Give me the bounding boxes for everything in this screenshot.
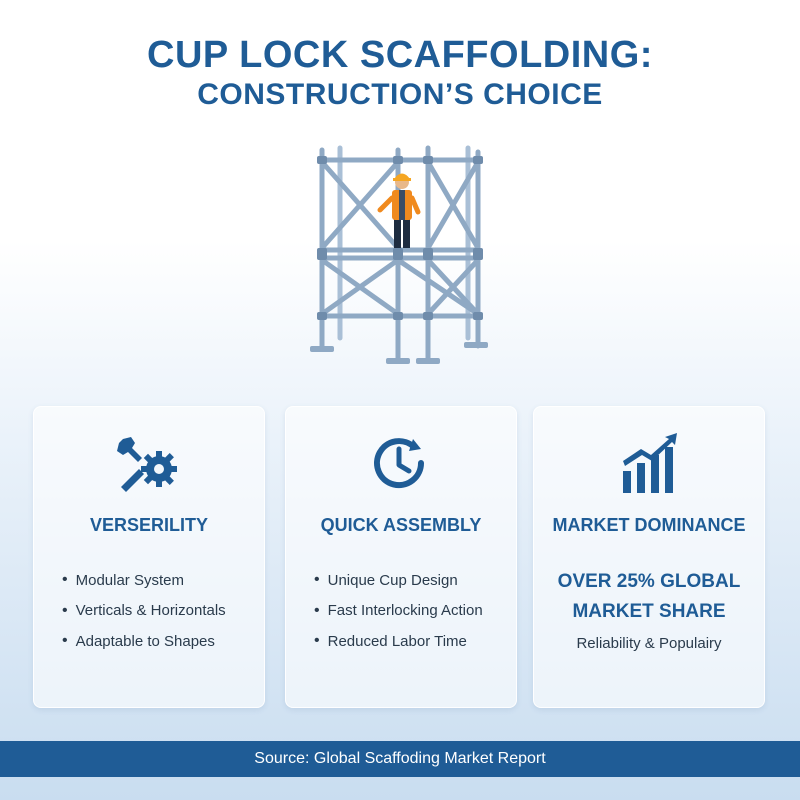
page-title: CUP LOCK SCAFFOLDING: <box>147 34 653 76</box>
feature-card-market-dominance: MARKET DOMINANCE OVER 25% GLOBAL MARKET … <box>533 406 765 708</box>
card-heading: VERSERILITY <box>89 515 209 535</box>
list-item: Reduced Labor Time <box>314 626 483 657</box>
feature-card-versatility: VERSERILITY Modular System Verticals & H… <box>33 406 265 708</box>
card-heading: QUICK ASSEMBLY <box>320 515 482 535</box>
feature-list: Unique Cup Design Fast Interlocking Acti… <box>314 565 483 657</box>
list-item: Fast Interlocking Action <box>314 596 483 627</box>
source-text: Source: Global Scaffoding Market Report <box>254 750 546 767</box>
scaffold-illustration <box>310 145 488 364</box>
card-subtext: Reliability & Populairy <box>576 635 722 652</box>
list-item: Modular System <box>62 565 226 596</box>
list-item: Unique Cup Design <box>314 565 483 596</box>
market-share-highlight: OVER 25% GLOBAL MARKET SHARE <box>534 567 764 627</box>
list-item: Adaptable to Shapes <box>62 626 226 657</box>
card-heading: MARKET DOMINANCE <box>552 515 746 535</box>
highlight-line: OVER 25% GLOBAL <box>557 571 741 592</box>
growth-chart-icon <box>534 431 764 495</box>
feature-list: Modular System Verticals & Horizontals A… <box>62 565 226 657</box>
list-item: Verticals & Horizontals <box>62 596 226 627</box>
page-subtitle: CONSTRUCTION’S CHOICE <box>197 78 603 111</box>
highlight-line: MARKET SHARE <box>572 601 726 622</box>
wrench-gear-icon <box>34 431 264 495</box>
source-footer: Source: Global Scaffoding Market Report <box>0 741 800 777</box>
clock-refresh-icon <box>286 431 516 495</box>
feature-card-quick-assembly: QUICK ASSEMBLY Unique Cup Design Fast In… <box>285 406 517 708</box>
worker-figure <box>377 173 421 248</box>
